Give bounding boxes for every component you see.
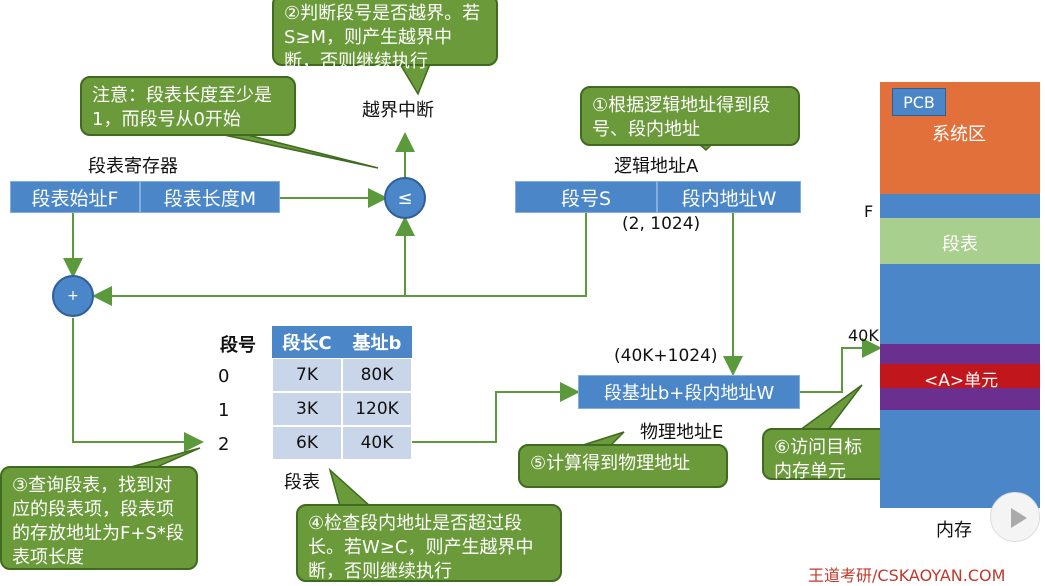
memory-address-40k: 40K	[848, 326, 879, 345]
memory-segment-purple-top	[880, 344, 1040, 364]
memory-region-a	[880, 194, 1040, 218]
physical-address-title: 物理地址E	[640, 422, 724, 443]
segment-table-row-0-no: 0	[218, 366, 230, 387]
register-table-length: 段表长度M	[140, 181, 280, 213]
callout-lookup-segment-table: ③查询段表，找到对应的段表项，段表项的存放地址为F+S*段表项长度	[0, 466, 198, 570]
segment-table-row-2-base: 40K	[342, 426, 412, 460]
out-of-bounds-label: 越界中断	[362, 100, 434, 121]
register-start-address: 段表始址F	[10, 181, 140, 213]
segment-table-row-0-length: 7K	[272, 358, 342, 392]
callout-compute-physical-address: ⑤计算得到物理地址	[518, 444, 728, 488]
memory-caption: 内存	[936, 520, 972, 541]
segment-table-row-1-no: 1	[218, 400, 230, 421]
logical-segment-number: 段号S	[515, 181, 657, 213]
register-title: 段表寄存器	[88, 156, 178, 177]
segment-table-row-2-no: 2	[218, 434, 230, 455]
callout-check-offset: ④检查段内地址是否超过段长。若W≥C，则产生越界中断，否则继续执行	[296, 504, 562, 582]
memory-region-c	[880, 410, 1040, 508]
segment-table-header-base: 基址b	[342, 326, 412, 358]
adder-node: +	[52, 275, 94, 317]
segment-table-caption: 段表	[284, 472, 320, 493]
memory-segment-table	[880, 218, 1040, 264]
callout-note-table-length: 注意：段表长度至少是1，而段号从0开始	[80, 76, 296, 136]
memory-region-b	[880, 264, 1040, 344]
callout-check-segment-number: ②判断段号是否越界。若S≥M，则产生越界中断，否则继续执行	[272, 0, 498, 72]
callout-access-memory-unit: ⑥访问目标内存单元	[762, 428, 892, 482]
segment-table-header-no: 段号	[220, 335, 256, 356]
memory-address-f: F	[864, 202, 874, 221]
logical-offset: 段内地址W	[657, 181, 801, 213]
segment-table-row-1-length: 3K	[272, 392, 342, 426]
watermark-text: 王道考研/CSKAOYAN.COM	[808, 566, 1006, 585]
physical-address-value: (40K+1024)	[614, 346, 718, 366]
memory-target-unit	[880, 364, 1040, 388]
segment-table-header-length: 段长C	[272, 326, 342, 358]
segment-table-row-2-length: 6K	[272, 426, 342, 460]
memory-pcb: PCB	[892, 88, 946, 116]
segment-table-row-0-base: 80K	[342, 358, 412, 392]
memory-target-unit-label: <A>单元	[924, 371, 999, 391]
logical-address-title: 逻辑地址A	[614, 156, 699, 177]
compare-node: ≤	[384, 177, 426, 219]
memory-segment-table-label: 段表	[942, 234, 978, 255]
callout-get-segment-and-offset: ①根据逻辑地址得到段号、段内地址	[580, 86, 800, 146]
logical-address-value: (2, 1024)	[622, 214, 701, 234]
memory-system-label: 系统区	[932, 124, 986, 145]
play-icon[interactable]	[990, 492, 1040, 542]
segment-table-row-1-base: 120K	[342, 392, 412, 426]
physical-address-formula: 段基址b+段内地址W	[578, 375, 800, 409]
memory-segment-purple-bottom	[880, 388, 1040, 410]
